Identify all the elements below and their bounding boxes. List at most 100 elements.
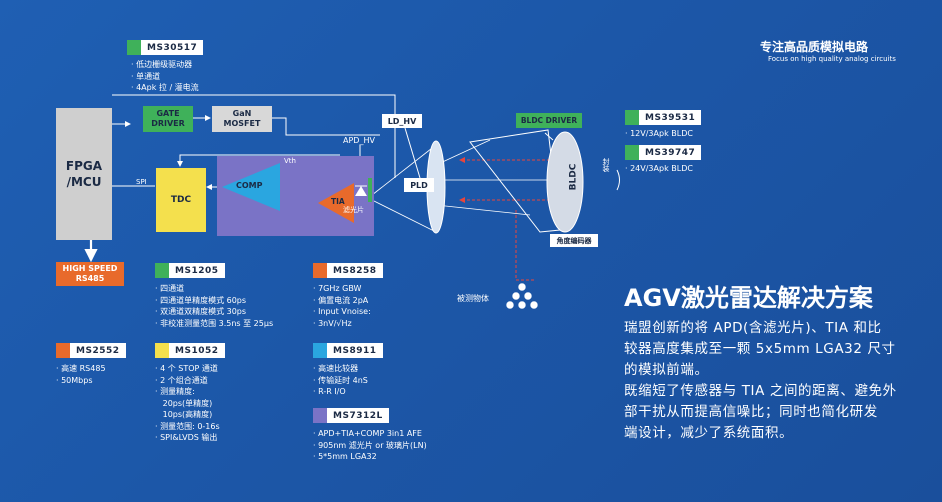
ms39531-features: · 12V/3Apk BLDC (625, 128, 693, 140)
comp-triangle (222, 163, 280, 211)
description-line: 既缩短了传感器与 TIA 之间的距离、避免外 (624, 383, 897, 399)
filter-strip (368, 178, 372, 202)
feature-item: · 传输延时 4nS (313, 375, 368, 385)
ms39531-name: MS39531 (645, 112, 696, 123)
ms8911-name: MS8911 (333, 345, 377, 356)
purple-swatch (313, 408, 327, 423)
pld-block: PLD (404, 178, 434, 192)
ms8258-features: · 7GHz GBW · 偏置电流 2pA · Input Vnoise: · … (313, 283, 371, 329)
mcu-label: /MCU (66, 175, 102, 189)
feature-item: · 高速比较器 (313, 364, 359, 373)
feature-item: · 双通道双精度模式 30ps (155, 307, 247, 316)
feature-item: · R-R I/O (313, 387, 346, 396)
ms39747-tag: MS39747 (625, 145, 702, 160)
brand-title: 专注高品质模拟电路 (760, 40, 869, 54)
ms1052-name: MS1052 (175, 345, 219, 356)
apd-hv-label: APD_HV (343, 136, 375, 145)
ms8911-tag: MS8911 (313, 343, 383, 358)
feature-item: · 偏置电流 2pA (313, 295, 369, 305)
target-label: 被测物体 (457, 294, 489, 303)
feature-item: · 905nm 滤光片 or 玻璃片(LN) (313, 440, 427, 450)
ms2552-features: · 高速 RS485 · 50Mbps (56, 363, 106, 386)
feature-item: · 单通道 (131, 71, 161, 81)
gate-label: GATE (156, 109, 180, 118)
driver-label: DRIVER (151, 119, 185, 128)
feature-item: · 12V/3Apk BLDC (625, 129, 693, 138)
feature-item: · APD+TIA+COMP 3in1 AFE (313, 429, 422, 438)
ms39747-name: MS39747 (645, 147, 696, 158)
green-swatch (625, 110, 639, 125)
feature-item: · 50Mbps (56, 375, 93, 385)
rs485-label: RS485 (75, 274, 105, 283)
ms8258-name: MS8258 (333, 265, 377, 276)
filter-label: 滤光片 (343, 206, 364, 214)
feature-item: · SPI&LVDS 输出 (155, 433, 218, 442)
ms8258-tag: MS8258 (313, 263, 383, 278)
description-line: 较器高度集成至一颗 5x5mm LGA32 尺寸 (624, 341, 896, 357)
ms7312l-features: · APD+TIA+COMP 3in1 AFE · 905nm 滤光片 or 玻… (313, 428, 427, 463)
apd-diode-icon (355, 185, 367, 196)
ms39747-features: · 24V/3Apk BLDC (625, 163, 693, 175)
feature-item: · 7GHz GBW (313, 284, 362, 293)
high-speed-label: HIGH SPEED (62, 264, 118, 273)
yellow-swatch (155, 343, 169, 358)
gan-mosfet-block: GaN MOSFET (212, 106, 272, 132)
tia-triangle (318, 183, 354, 223)
comp-label: COMP (236, 181, 263, 190)
ms30517-name: MS30517 (147, 42, 198, 53)
description-line: 的模拟前端。 (624, 362, 709, 378)
gate-driver-block: GATE DRIVER (143, 106, 193, 132)
ms1052-tag: MS1052 (155, 343, 225, 358)
ms2552-name: MS2552 (76, 345, 120, 356)
mosfet-label: MOSFET (223, 119, 261, 128)
window-label: 封装 (602, 158, 610, 172)
ms1052-features: · 4 个 STOP 通道 · 2 个组合通道 · 测量精度: 20ps(单精度… (155, 363, 220, 444)
ms8911-features: · 高速比较器 · 传输延时 4nS · R-R I/O (313, 363, 368, 398)
feature-item: · 5*5mm LGA32 (313, 452, 377, 461)
feature-item: · 测量精度: (155, 387, 195, 396)
high-speed-rs485-block: HIGH SPEED RS485 (56, 262, 124, 286)
cyan-swatch (313, 343, 327, 358)
fpga-mcu-block: FPGA /MCU (56, 108, 112, 240)
vth-label: Vth (284, 157, 296, 165)
green-swatch (625, 145, 639, 160)
encoder-block: 角度编码器 (550, 234, 598, 247)
green-swatch (127, 40, 141, 55)
orange-swatch (313, 263, 327, 278)
feature-item: 10ps(高精度) (155, 410, 213, 419)
feature-item: · 四通道单精度模式 60ps (155, 295, 247, 305)
ms7312l-tag: MS7312L (313, 408, 389, 423)
feature-item: · 4Apk 拉 / 灌电流 (131, 83, 199, 92)
ms1205-name: MS1205 (175, 265, 219, 276)
tdc-block: TDC (156, 168, 206, 232)
bldc-label: BLDC (568, 163, 579, 191)
feature-item: 20ps(单精度) (155, 398, 213, 408)
ms1205-features: · 四通道 · 四通道单精度模式 60ps · 双通道双精度模式 30ps · … (155, 283, 273, 329)
description-line: 部干扰从而提高信噪比；同时也简化研发 (624, 404, 878, 420)
description-line: 瑞盟创新的将 APD(含滤光片)、TIA 和比 (624, 320, 882, 336)
description-line: 端设计，减少了系统面积。 (624, 425, 794, 441)
spi-label: SPI (136, 178, 147, 186)
feature-item: · Input Vnoise: (313, 307, 371, 316)
solution-description: 瑞盟创新的将 APD(含滤光片)、TIA 和比 较器高度集成至一颗 5x5mm … (624, 318, 924, 444)
solution-title: AGV激光雷达解决方案 (624, 284, 873, 312)
feature-item: · 测量范围: 0-16s (155, 421, 220, 431)
orange-swatch (56, 343, 70, 358)
feature-item: · 2 个组合通道 (155, 375, 208, 385)
ms1205-tag: MS1205 (155, 263, 225, 278)
ms39531-tag: MS39531 (625, 110, 702, 125)
ms7312l-name: MS7312L (333, 410, 383, 421)
fpga-label: FPGA (65, 159, 103, 173)
brand-subtitle: Focus on high quality analog circuits (768, 55, 896, 63)
ms30517-features: · 低边栅级驱动器 · 单通道 · 4Apk 拉 / 灌电流 (131, 59, 199, 94)
feature-item: · 非校准测量范围 3.5ns 至 25μs (155, 318, 274, 328)
feature-item: · 24V/3Apk BLDC (625, 164, 693, 173)
feature-item: · 低边栅级驱动器 (131, 60, 193, 69)
feature-item: · 4 个 STOP 通道 (155, 364, 218, 373)
tia-label: TIA (331, 197, 345, 206)
ms2552-tag: MS2552 (56, 343, 126, 358)
gan-label: GaN (232, 109, 252, 118)
ms30517-tag: MS30517 (127, 40, 204, 55)
green-swatch (155, 263, 169, 278)
ld-hv-block: LD_HV (382, 114, 422, 128)
